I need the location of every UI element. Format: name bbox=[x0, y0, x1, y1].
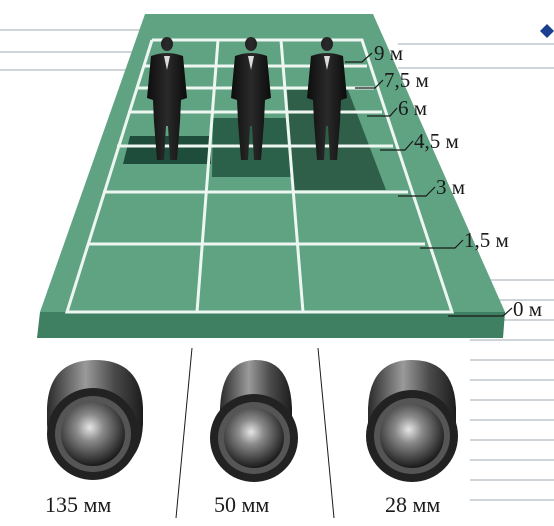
lens-28mm bbox=[366, 360, 458, 482]
lens-separator-line bbox=[176, 348, 192, 518]
lens-50mm bbox=[210, 360, 298, 482]
lens-separator-line bbox=[318, 348, 334, 518]
lenses bbox=[47, 360, 458, 482]
lens-label-28mm: 28 мм bbox=[385, 492, 440, 517]
diamond-bullet-icon bbox=[540, 24, 554, 38]
lens-135mm bbox=[47, 360, 143, 480]
lens-label-135mm: 135 мм bbox=[45, 492, 111, 517]
distance-label-1-5m: 1,5 м bbox=[464, 228, 509, 252]
highlight-square-135mm bbox=[123, 136, 211, 164]
distance-label-9m: 9 м bbox=[374, 41, 403, 65]
people bbox=[147, 37, 347, 160]
floor-side bbox=[37, 312, 505, 338]
lens-label-50mm: 50 мм bbox=[214, 492, 269, 517]
lens-labels: 135 мм 50 мм 28 мм bbox=[45, 492, 440, 517]
distance-label-4-5m: 4,5 м bbox=[414, 129, 459, 153]
distance-label-0m: 0 м bbox=[513, 297, 542, 321]
distance-label-7-5m: 7,5 м bbox=[384, 68, 429, 92]
distance-label-3m: 3 м bbox=[436, 175, 465, 199]
distance-label-6m: 6 м bbox=[398, 96, 427, 120]
